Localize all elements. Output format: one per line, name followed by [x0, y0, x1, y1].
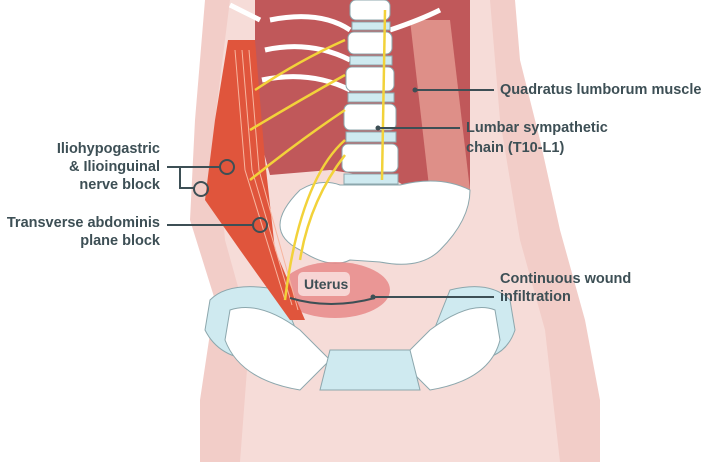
quadratus-lumborum-muscle	[410, 20, 470, 195]
label-lumbar-sympathetic-1: Lumbar sympathetic	[466, 120, 608, 136]
label-wound-1: Continuous wound	[500, 271, 632, 287]
label-ilio-1: Iliohypogastric	[56, 141, 160, 157]
nerves	[249, 9, 387, 301]
label-tap-2: plane block	[80, 233, 160, 249]
label-ilio-3: nerve block	[79, 177, 160, 193]
label-quadratus-lumborum: Quadratus lumborum muscle	[500, 82, 702, 98]
incision	[289, 297, 376, 305]
leader-lines	[167, 89, 494, 298]
label-wound-2: infiltration	[500, 289, 571, 305]
label-lumbar-sympathetic-2: chain (T10-L1)	[466, 140, 565, 156]
label-uterus: Uterus	[304, 276, 349, 292]
pelvis	[279, 180, 471, 265]
label-tap-1: Transverse abdominis	[6, 215, 160, 231]
label-ilio-2: & Ilioinguinal	[68, 159, 160, 175]
